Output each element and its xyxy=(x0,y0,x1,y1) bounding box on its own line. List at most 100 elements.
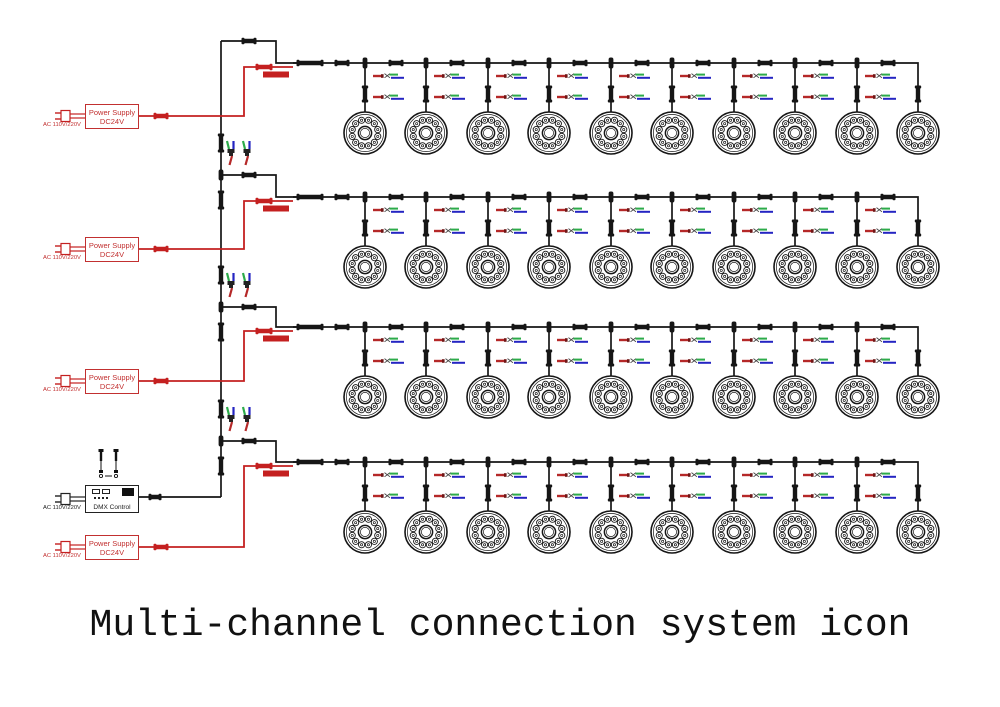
inline-connector-icon xyxy=(484,219,492,237)
inline-connector-icon xyxy=(422,349,430,367)
rgb-pigtail-connector-icon xyxy=(680,472,711,478)
rgb-pigtail-connector-icon xyxy=(742,337,773,343)
dmx-controller: DMX Control xyxy=(85,485,139,513)
inline-connector-icon xyxy=(422,85,430,103)
inline-connector-icon xyxy=(361,349,369,367)
rgb-pigtail-connector-icon xyxy=(496,337,527,343)
inline-connector-icon xyxy=(511,458,527,466)
inline-connector-icon xyxy=(545,484,553,502)
inline-connector-icon xyxy=(914,484,922,502)
t-junction-icon xyxy=(218,301,224,313)
led-light-fixture xyxy=(466,375,510,419)
rgb-pigtail-connector-icon xyxy=(241,406,251,432)
led-light-fixture xyxy=(712,510,756,554)
power-connector-body xyxy=(263,470,289,477)
inline-connector-icon xyxy=(853,219,861,237)
inline-connector-icon xyxy=(914,219,922,237)
inline-connector-icon xyxy=(217,265,225,285)
inline-connector-icon xyxy=(880,59,896,67)
inline-connector-icon xyxy=(296,193,324,201)
led-light-fixture xyxy=(712,245,756,289)
inline-connector-icon xyxy=(334,59,350,67)
led-light-fixture xyxy=(404,375,448,419)
channel-row-1 xyxy=(55,37,940,155)
inline-connector-icon xyxy=(853,349,861,367)
led-light-fixture xyxy=(589,510,633,554)
led-light-fixture xyxy=(527,375,571,419)
led-light-fixture xyxy=(589,245,633,289)
inline-connector-icon xyxy=(241,171,257,179)
ac-plug-icon xyxy=(55,242,85,256)
led-light-fixture xyxy=(835,245,879,289)
rgb-pigtail-connector-icon xyxy=(803,472,834,478)
rgb-pigtail-connector-icon xyxy=(619,207,650,213)
inline-connector-icon xyxy=(668,85,676,103)
power-connector-body xyxy=(263,71,289,78)
inline-connector-icon xyxy=(818,193,834,201)
rgb-pigtail-connector-icon xyxy=(803,207,834,213)
inline-connector-icon xyxy=(153,245,169,253)
rgb-pigtail-connector-icon xyxy=(742,472,773,478)
led-light-fixture xyxy=(527,245,571,289)
ac-input-label: AC 110V/220V xyxy=(43,553,81,559)
rgb-pigtail-connector-icon xyxy=(865,493,896,499)
inline-connector-icon xyxy=(634,59,650,67)
rgb-pigtail-connector-icon xyxy=(557,493,588,499)
inline-connector-icon xyxy=(668,219,676,237)
rgb-pigtail-connector-icon xyxy=(680,493,711,499)
inline-connector-icon xyxy=(730,219,738,237)
inline-connector-icon xyxy=(388,193,404,201)
inline-connector-icon xyxy=(607,85,615,103)
rgb-pigtail-connector-icon xyxy=(557,472,588,478)
ac-input-label: AC 110V/220V xyxy=(43,387,81,393)
rgb-pigtail-connector-icon xyxy=(742,94,773,100)
power-connector-body xyxy=(263,205,289,212)
inline-connector-icon xyxy=(511,323,527,331)
rgb-pigtail-connector-icon xyxy=(241,140,251,166)
rgb-pigtail-connector-icon xyxy=(557,337,588,343)
inline-connector-icon xyxy=(634,323,650,331)
rgb-pigtail-connector-icon xyxy=(803,337,834,343)
rgb-pigtail-connector-icon xyxy=(434,358,465,364)
inline-connector-icon xyxy=(449,458,465,466)
t-junction-icon xyxy=(218,435,224,447)
inline-connector-icon xyxy=(361,219,369,237)
inline-connector-icon xyxy=(153,543,169,551)
inline-connector-icon xyxy=(255,63,273,71)
rgb-pigtail-connector-icon xyxy=(373,493,404,499)
rgb-pigtail-connector-icon xyxy=(373,73,404,79)
rgb-pigtail-connector-icon xyxy=(865,337,896,343)
inline-connector-icon xyxy=(388,323,404,331)
rgb-pigtail-connector-icon xyxy=(865,207,896,213)
inline-connector-icon xyxy=(361,484,369,502)
inline-connector-icon xyxy=(791,219,799,237)
rgb-pigtail-connector-icon xyxy=(434,228,465,234)
inline-connector-icon xyxy=(668,484,676,502)
inline-connector-icon xyxy=(880,458,896,466)
power-supply-voltage-label: DC24V xyxy=(99,249,125,259)
rgb-pigtail-connector-icon xyxy=(373,337,404,343)
rgb-pigtail-connector-icon xyxy=(865,228,896,234)
inline-connector-icon xyxy=(572,458,588,466)
t-junction-icon xyxy=(218,169,224,181)
rgb-pigtail-connector-icon xyxy=(557,228,588,234)
power-supply-voltage-label: DC24V xyxy=(99,116,125,126)
rgb-pigtail-connector-icon xyxy=(496,94,527,100)
rgb-pigtail-connector-icon xyxy=(496,358,527,364)
led-light-fixture xyxy=(712,375,756,419)
led-light-fixture xyxy=(589,111,633,155)
led-light-fixture xyxy=(773,111,817,155)
power-supply-voltage-label: DC24V xyxy=(99,547,125,557)
inline-connector-icon xyxy=(791,484,799,502)
inline-connector-icon xyxy=(791,85,799,103)
row-bus-wire xyxy=(293,62,919,113)
power-feed-wire xyxy=(139,465,293,548)
inline-connector-icon xyxy=(334,323,350,331)
rgb-pigtail-connector-icon xyxy=(241,272,251,298)
signal-feed-wire xyxy=(221,440,297,463)
inline-connector-icon xyxy=(449,59,465,67)
